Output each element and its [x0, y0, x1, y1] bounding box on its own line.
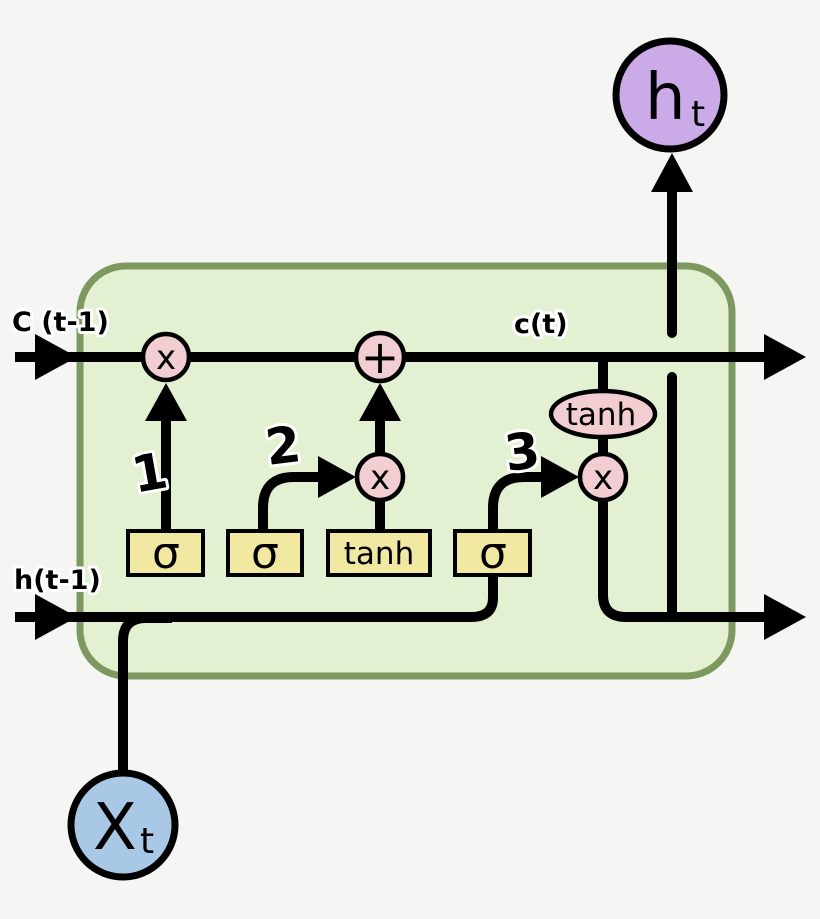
input-multiply-op [354, 451, 406, 503]
input-gate-label: σ [251, 528, 279, 579]
tanh-activation-label: tanh [566, 397, 636, 433]
cell-state-input-arrow-icon [35, 334, 77, 380]
multiply-to-add-arrow-icon [359, 383, 401, 421]
hidden-output-subscript: t [691, 94, 705, 135]
input-connector-line [118, 613, 172, 778]
cell-state-output-arrow-icon [764, 334, 806, 380]
forget-gate-arrow-icon [145, 383, 187, 421]
step-2-label: 2 [262, 415, 304, 477]
forget-gate-label: σ [152, 528, 180, 579]
hidden-output-arrow-icon [764, 594, 806, 640]
forget-gate-box [126, 529, 205, 577]
output-gate-box [453, 529, 532, 577]
input-node [67, 769, 179, 881]
output-multiply-symbol: x [593, 458, 613, 498]
add-op [353, 330, 407, 384]
hidden-output-node [612, 37, 728, 153]
output-multiply-op [577, 451, 629, 503]
hidden-output-line [598, 495, 772, 622]
input-multiply-symbol: x [370, 458, 390, 498]
hidden-output-label: h [645, 61, 686, 135]
output-gate-line [488, 472, 543, 531]
cell-state-in-label: C (t-1) [12, 307, 109, 338]
step-3-label: 3 [501, 421, 543, 483]
candidate-gate-label: tanh [344, 536, 414, 572]
candidate-gate-box [326, 529, 432, 577]
hidden-state-input-arrow-icon [35, 594, 77, 640]
forget-multiply-op [140, 331, 192, 383]
input-gate-box [226, 529, 304, 577]
tanh-activation-op [548, 388, 658, 440]
ht-arrow-icon [651, 153, 693, 192]
cell-state-out-label: c(t) [514, 309, 568, 340]
input-gate-arrow-icon [318, 456, 356, 498]
output-gate-label: σ [479, 528, 507, 579]
output-gate-arrow-icon [541, 456, 579, 498]
hidden-state-line [15, 573, 498, 622]
add-symbol: + [361, 330, 400, 384]
input-gate-line [258, 472, 320, 531]
forget-multiply-symbol: x [156, 338, 176, 378]
hidden-state-in-label: h(t-1) [14, 565, 101, 596]
input-node-label: X [93, 791, 137, 865]
input-node-subscript: t [140, 821, 154, 862]
